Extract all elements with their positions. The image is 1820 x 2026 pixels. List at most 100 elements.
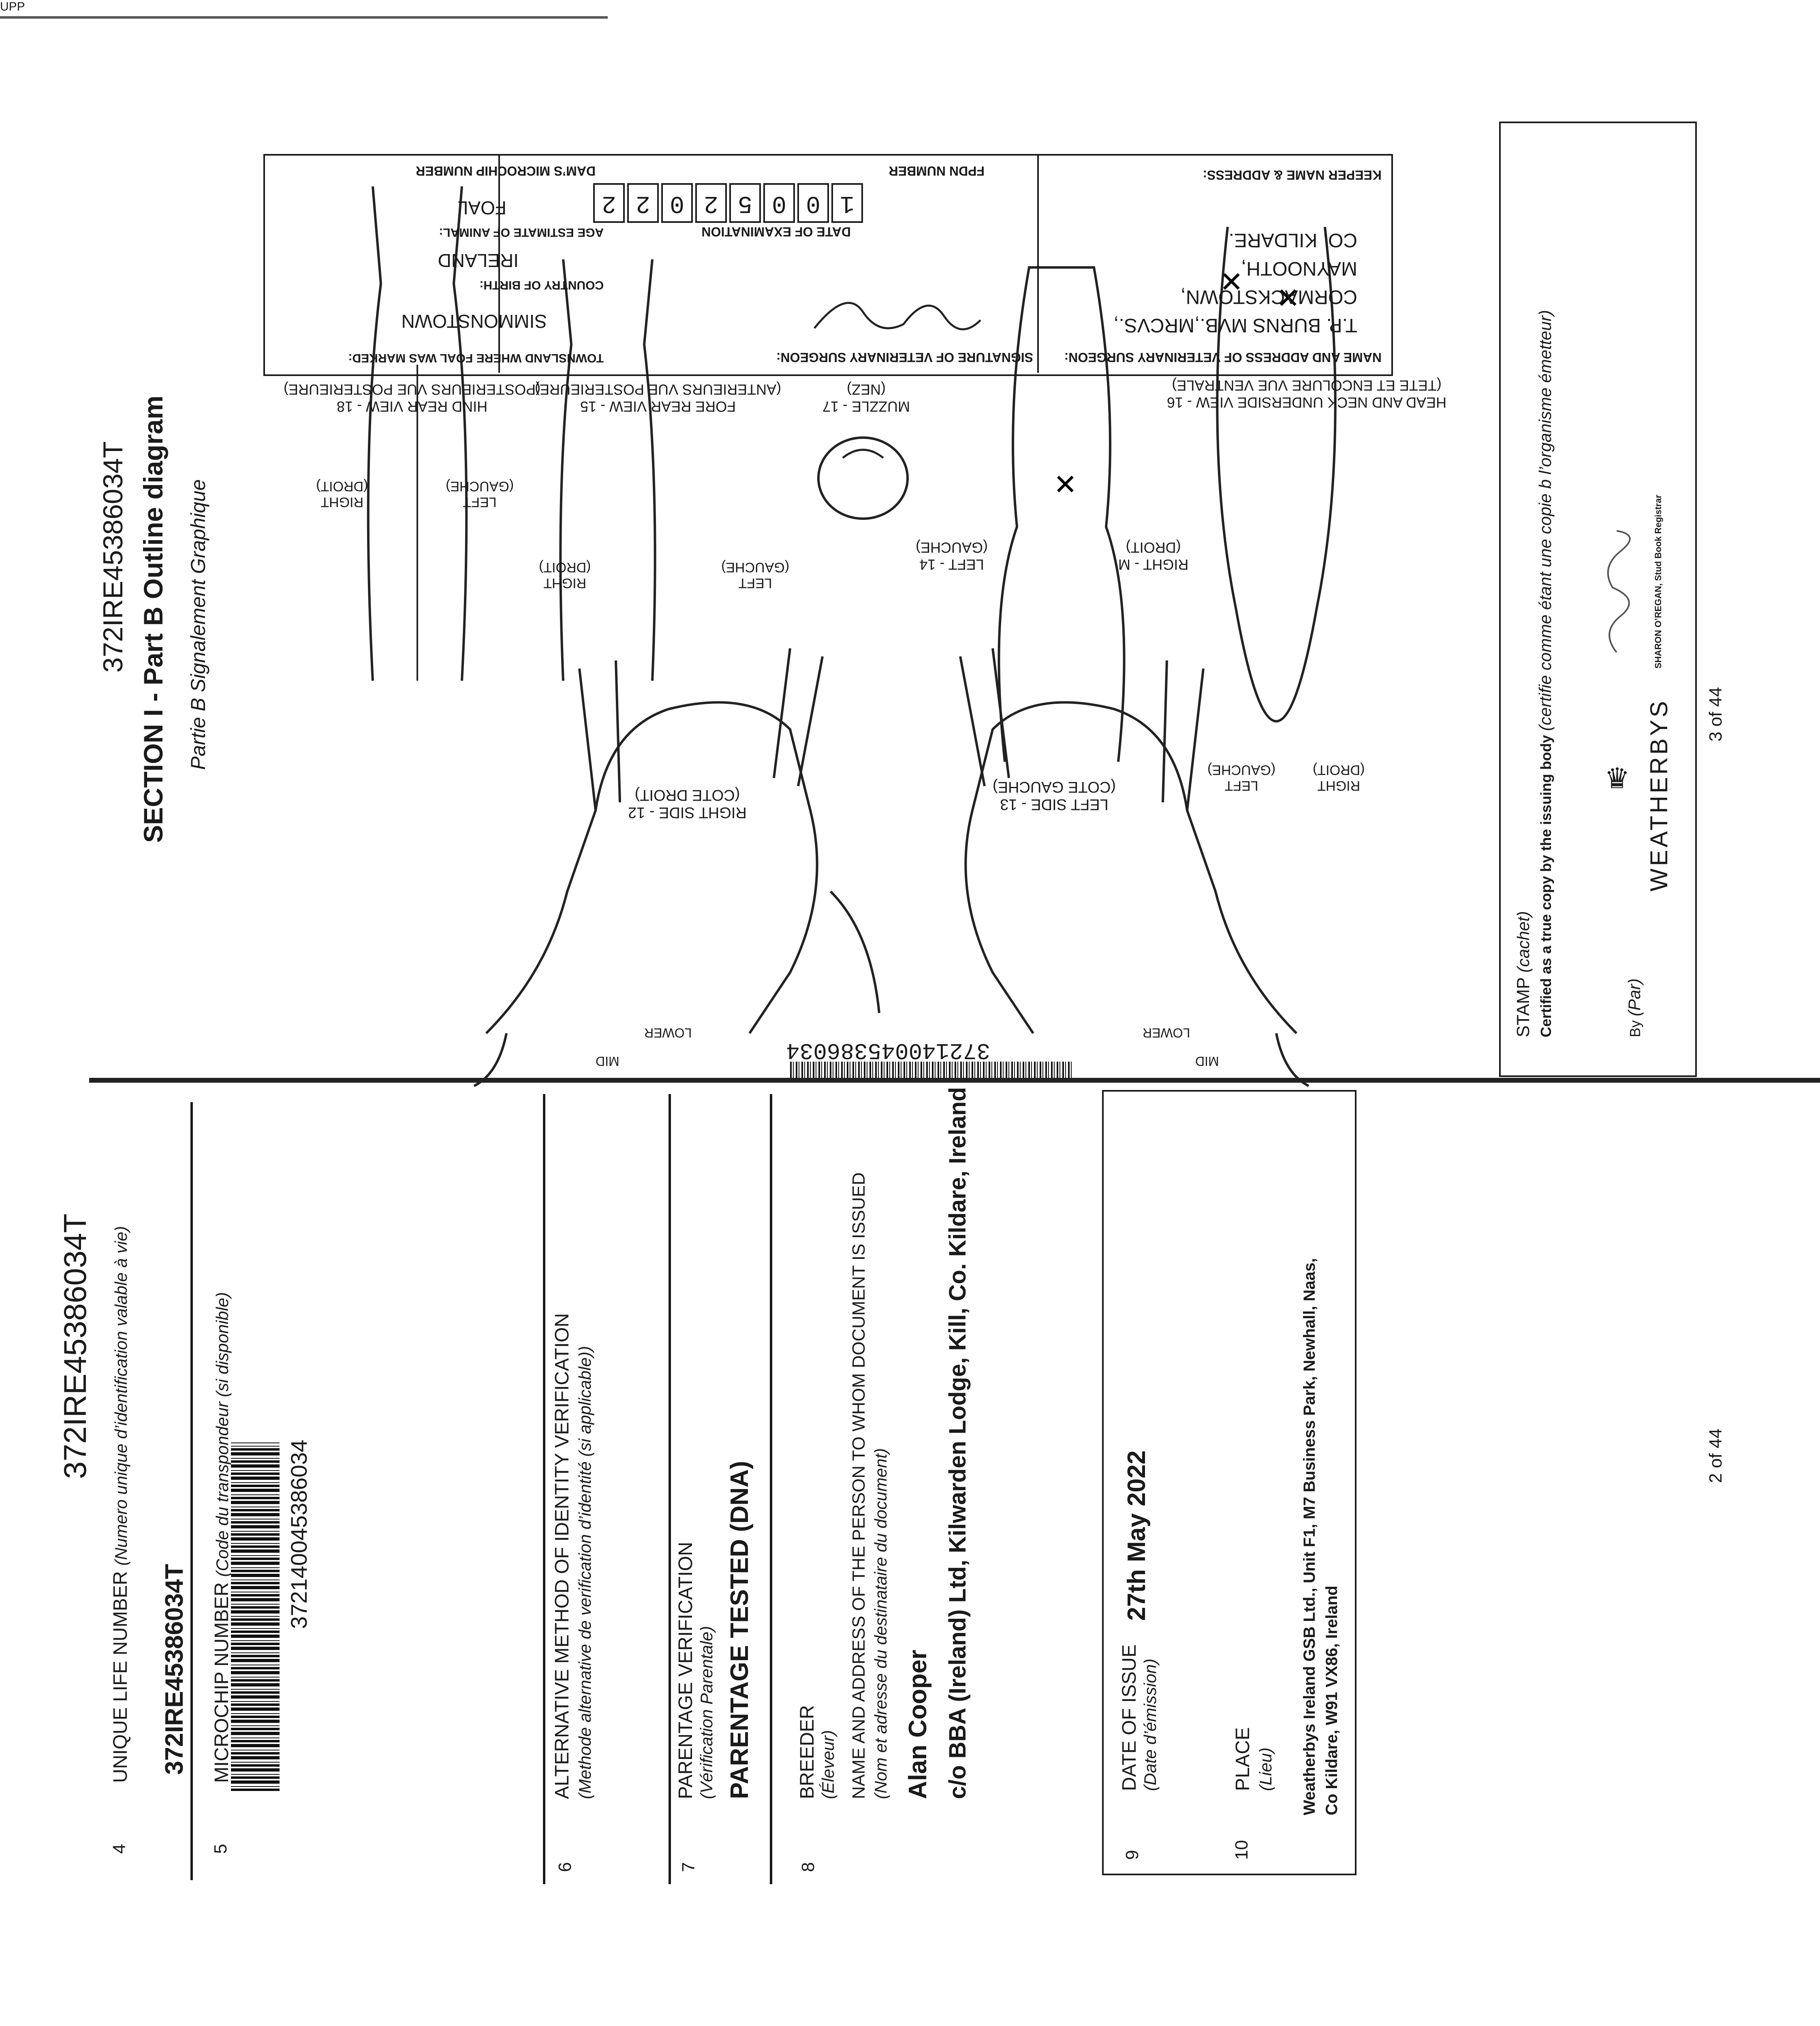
age-value: FOAL	[457, 197, 506, 218]
field9-label-fr: (Date d’émission)	[1141, 1658, 1160, 1791]
recipient-name: Alan Cooper	[904, 1650, 932, 1799]
field5-value: 372140045386034	[286, 1439, 312, 1629]
date-digit: 1	[831, 183, 863, 223]
field9-label: DATE OF ISSUE	[1119, 1644, 1140, 1791]
label-right-m: RIGHT - M(DROIT)	[1118, 539, 1189, 573]
field10-label: PLACE	[1232, 1727, 1254, 1791]
field10-value-line2: Co Kildare, W91 VX86, Ireland	[1323, 1586, 1341, 1815]
field10-number: 10	[1232, 1840, 1252, 1860]
hind-rear-view-diagram	[367, 186, 468, 681]
divider-5-6	[543, 1094, 545, 1884]
horse-left-side-diagram	[959, 648, 1309, 1087]
label-mid-2: MID	[1195, 1054, 1219, 1069]
vet-info-content: NAME AND ADDRESS OF VETERINARY SURGEON: …	[263, 154, 1390, 373]
weatherbys-crest-icon: ♛	[1604, 763, 1630, 794]
vet-info-box	[263, 154, 1393, 376]
date-label: DATE OF EXAMINATION	[701, 224, 851, 239]
vet-signature	[798, 302, 985, 344]
vet-name: T.P. BURNS MVB.,MRCVS.,	[1113, 314, 1357, 336]
field8-label: BREEDER	[797, 1705, 818, 1799]
age-label: AGE ESTIMATE OF ANIMAL:	[439, 226, 604, 239]
field4-number: 4	[109, 1844, 129, 1854]
divider-6-7	[669, 1094, 671, 1884]
label-upper: UPP	[0, 0, 25, 13]
label-fore-rear: FORE REAR VIEW - 15(ANTERIEURS VUE POSTE…	[535, 381, 782, 415]
field6-number: 6	[555, 1862, 575, 1872]
label-right-fore: RIGHT(DROIT)	[539, 560, 591, 591]
fpdn-label: FPDN NUMBER	[889, 164, 985, 178]
stamp-certified: Certified as a true copy by the issuing …	[1536, 310, 1555, 1037]
svg-text:✕: ✕	[1053, 469, 1077, 500]
field4-label: UNIQUE LIFE NUMBER (Numero unique d’iden…	[110, 1226, 131, 1783]
field5-number: 5	[211, 1844, 231, 1854]
field7-label-fr: (Vérification Parentale)	[697, 1626, 716, 1799]
field9-10-box	[1102, 1090, 1356, 1875]
date-digit: 2	[627, 183, 659, 223]
signature-label: SIGNATURE OF VETERINARY SURGEON:	[776, 350, 1033, 365]
svg-text:✕: ✕	[1220, 266, 1243, 298]
label-right-front: RIGHT(DROIT)	[1313, 762, 1365, 793]
field6-label: ALTERNATIVE METHOD OF IDENTITY VERIFICAT…	[551, 1313, 573, 1799]
registrar-name: SHARON O’REGAN, Stud Book Registrar	[1653, 494, 1663, 669]
field9-value: 27th May 2022	[1123, 1450, 1151, 1621]
vet-addr2: MAYNOOTH,	[1241, 258, 1357, 279]
vet-box-divider-1	[498, 154, 500, 373]
stamp-by: By (Par)	[1625, 978, 1644, 1037]
recipient-label: NAME AND ADDRESS OF THE PERSON TO WHOM D…	[849, 1172, 869, 1799]
label-left-14: LEFT - 14(GAUCHE)	[916, 539, 988, 573]
label-right-side: RIGHT SIDE - 12(COTE DROIT)	[628, 786, 747, 821]
field7-label: PARENTAGE VERIFICATION	[675, 1542, 696, 1799]
weatherbys-logo-text: WEATHERBYS	[1645, 699, 1673, 891]
stamp-label: STAMP (cachet)	[1513, 911, 1533, 1037]
field8-number: 8	[798, 1862, 818, 1872]
label-left-hind: LEFT(GAUCHE)	[446, 479, 514, 510]
country-label: COUNTRY OF BIRTH:	[479, 278, 604, 292]
field7-number: 7	[679, 1862, 699, 1872]
label-left-front: LEFT(GAUCHE)	[1207, 762, 1276, 793]
field9-number: 9	[1122, 1850, 1142, 1860]
vet-box-divider-2	[1037, 154, 1039, 373]
field4-value: 372IRE45386034T	[160, 1564, 188, 1775]
registrar-signature	[1592, 527, 1637, 656]
label-lower-1: LOWER	[644, 1026, 692, 1040]
horse-right-side-diagram	[473, 648, 880, 1087]
label-right-hind: RIGHT(DROIT)	[316, 479, 368, 510]
townsland-label: TOWNSLAND WHERE FOAL WAS MARKED:	[348, 351, 604, 365]
diagram-barcode	[790, 1062, 1074, 1078]
recipient-label-fr: (Nom et adresse du destinataire du docum…	[871, 1448, 890, 1799]
label-left-side: LEFT SIDE - 13(COTE GAUCHE)	[993, 778, 1116, 813]
field10-label-fr: (Lieu)	[1256, 1747, 1275, 1791]
field6-label-fr: (Methode alternative de verification d’i…	[575, 1346, 594, 1799]
left-page-number: 2 of 44	[1706, 1428, 1726, 1483]
svg-text:✕: ✕	[1276, 282, 1300, 314]
microchip-barcode	[231, 1443, 280, 1791]
date-digit: 0	[661, 183, 693, 223]
country-value: IRELAND	[438, 250, 519, 271]
label-lower-2: LOWER	[1143, 1026, 1190, 1040]
divider-7-8	[770, 1094, 772, 1884]
label-muzzle: MUZZLE - 17(NEZ)	[822, 381, 910, 415]
date-digit: 2	[695, 183, 727, 223]
diagram-title: SECTION I - Part B Outline diagram	[138, 395, 168, 843]
label-hind-rear: HIND REAR VIEW - 18(POSTERIEURS VUE POST…	[284, 381, 541, 415]
diagram-barcode-number: 372140045386034	[786, 1037, 991, 1063]
head-neck-underside-diagram: ✕ ✕	[1216, 227, 1337, 723]
recipient-address: c/o BBA (Ireland) Ltd, Kilwarden Lodge, …	[944, 1087, 971, 1799]
townsland-value: SIMMONSTOWN	[401, 311, 547, 332]
keeper-label: KEEPER NAME & ADDRESS:	[1203, 168, 1382, 182]
vet-addr1: CORMACKSTOWN,	[1180, 286, 1357, 308]
label-head-neck: HEAD AND NECK UNDERSIDE VIEW - 16(TETE E…	[1167, 377, 1447, 411]
diagram-subtitle: Partie B Signalement Graphique	[187, 479, 209, 770]
divider-4-5	[190, 1102, 193, 1880]
scan-edge-line	[0, 16, 608, 19]
date-digit: 0	[797, 183, 829, 223]
dam-microchip-label: DAM’S MICROCHIP NUMBER	[416, 164, 596, 178]
label-left-fore: LEFT(GAUCHE)	[721, 560, 790, 591]
fore-rear-view-diagram	[559, 259, 656, 681]
muzzle-diagram	[817, 436, 909, 520]
date-digits: 10052022	[591, 183, 863, 223]
label-mid-1: MID	[596, 1054, 619, 1069]
right-page-number: 3 of 44	[1706, 687, 1726, 742]
date-digit: 5	[729, 183, 761, 223]
head-front-diagram: ✕	[998, 266, 1126, 762]
